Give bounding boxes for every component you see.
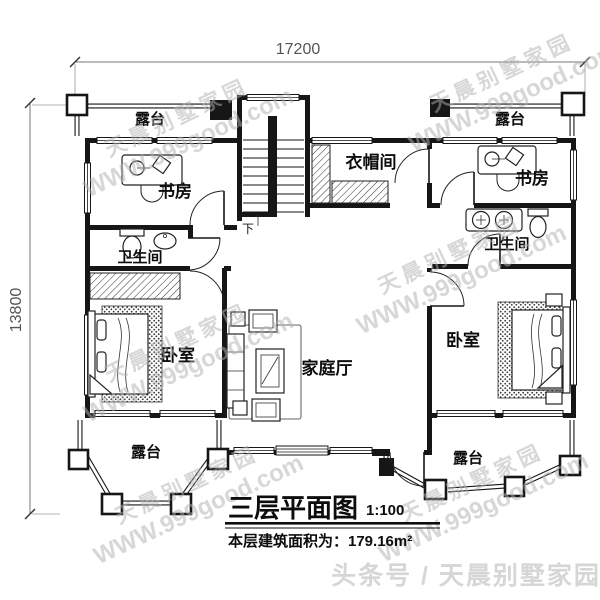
bed-left: [87, 305, 163, 403]
label-terrace-top-left: 露台: [135, 110, 165, 128]
title-block: 三层平面图 1:100 本层建筑面积为：179.16m²: [225, 493, 440, 550]
label-bath-left: 卫生间: [117, 248, 162, 266]
label-bedroom-left: 卧室: [161, 345, 195, 365]
label-bedroom-right: 卧室: [446, 330, 480, 350]
bed-right: [497, 293, 571, 405]
family-hall-sofa-set: [226, 309, 302, 422]
watermark: 天晨别墅家园 WWW.999good.com: [405, 29, 600, 158]
label-bath-right: 卫生间: [484, 235, 529, 253]
label-terrace-bottom-right: 露台: [453, 449, 483, 467]
bath-left-fixtures: [119, 228, 177, 259]
label-terrace-top-right: 露台: [495, 110, 525, 128]
dimension-left: 13800: [8, 97, 66, 520]
room-labels: 露台 露台 书房 书房 衣帽间 卫生间 卫生间 卧室 卧室 家庭厅 露台 露台: [117, 110, 549, 467]
walls: [85, 95, 576, 456]
study-left-desk: [121, 154, 183, 203]
label-study-right: 书房: [515, 168, 549, 188]
dimension-top: 17200: [69, 41, 591, 96]
label-study-left: 书房: [158, 181, 192, 201]
label-cloakroom: 衣帽间: [346, 152, 397, 172]
label-family-hall: 家庭厅: [302, 358, 353, 378]
doors: [187, 148, 501, 487]
plan-scale: 1:100: [366, 502, 404, 519]
columns: [65, 91, 586, 516]
label-terrace-bottom-left: 露台: [131, 443, 161, 461]
dim-height-label: 13800: [8, 288, 25, 333]
staircase: 下: [242, 116, 304, 236]
bath-right-fixtures: [465, 208, 549, 239]
floor-area-label: 本层建筑面积为：179.16m²: [228, 532, 412, 550]
plan-title: 三层平面图: [228, 493, 358, 523]
footer-brand-text: 头条号 / 天晨别墅家园: [331, 561, 600, 590]
study-right-desk: [477, 145, 537, 192]
stairs-down-label: 下: [242, 222, 254, 236]
wardrobes: [89, 144, 389, 300]
dim-width-label: 17200: [276, 41, 321, 58]
